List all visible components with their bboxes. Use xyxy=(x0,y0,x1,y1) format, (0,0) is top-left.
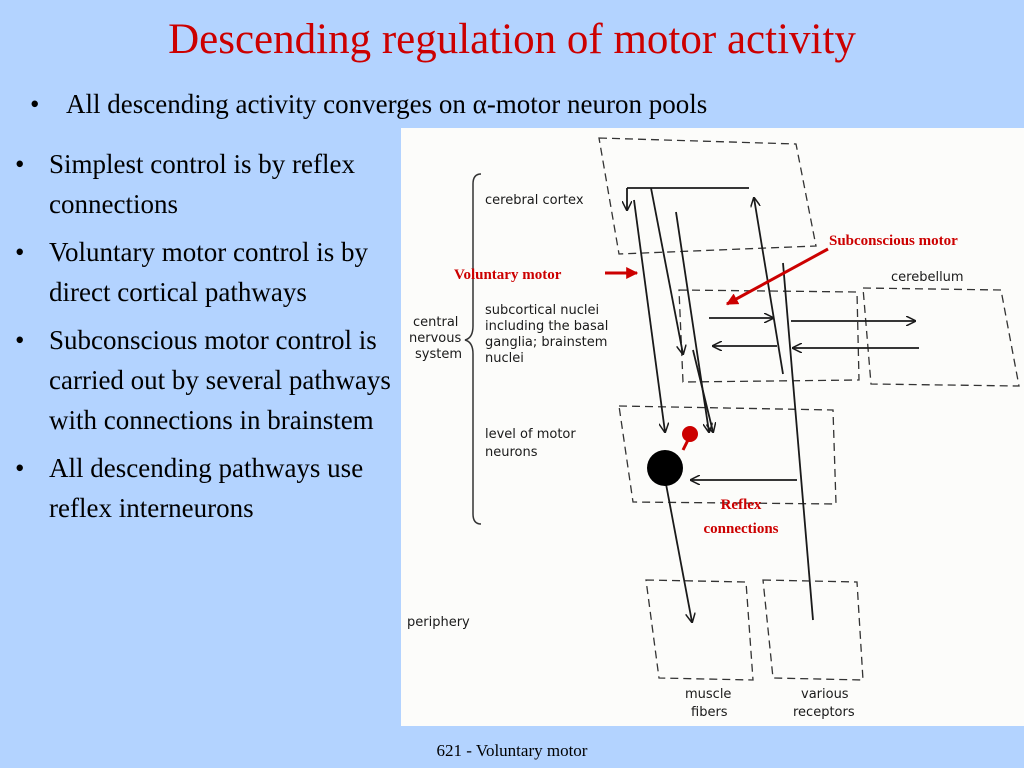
motor-neuron-level-box xyxy=(618,405,837,505)
subheading-text-after: -motor neuron pools xyxy=(486,89,708,119)
interneuron-connection xyxy=(681,439,690,451)
subheading: • All descending activity converges on α-… xyxy=(30,86,707,122)
bullet-marker: • xyxy=(30,89,40,119)
cerebral-cortex-label: cerebral cortex xyxy=(485,193,584,208)
motor-control-diagram: cerebral cortex central nervous system s… xyxy=(401,128,1024,726)
bullet-item: All descending pathways use reflex inter… xyxy=(12,448,397,528)
interneuron-cell xyxy=(682,426,698,442)
motor-neuron-cell xyxy=(647,450,683,486)
cns-brace xyxy=(464,173,482,525)
receptors-label-line1: various xyxy=(801,687,849,702)
bullet-item: Voluntary motor control is by direct cor… xyxy=(12,232,397,312)
subcortical-label-line2: including the basal xyxy=(485,319,608,334)
ascending-to-cortex-arrow xyxy=(754,198,784,375)
cns-label-line3: system xyxy=(415,347,462,362)
muscle-fibers-label-line1: muscle xyxy=(685,687,731,702)
subconscious-motor-annotation: Subconscious motor xyxy=(829,233,958,249)
subconscious-motor-pointer xyxy=(725,247,829,306)
voluntary-pathway-arrow xyxy=(633,199,665,432)
receptors-box xyxy=(762,579,864,681)
voluntary-motor-annotation: Voluntary motor xyxy=(454,267,562,283)
motor-level-label-line1: level of motor xyxy=(485,427,576,442)
slide-footer: 621 - Voluntary motor xyxy=(436,741,588,760)
cns-label-line1: central xyxy=(413,315,458,330)
bullet-item: Simplest control is by reflex connection… xyxy=(12,144,397,224)
reflex-annotation-line1: Reflex xyxy=(721,497,762,513)
bullet-item: Subconscious motor control is carried ou… xyxy=(12,320,397,440)
cerebellum-label: cerebellum xyxy=(891,270,964,285)
alpha-symbol: α xyxy=(472,89,487,119)
subcortical-descending-arrow xyxy=(692,349,713,432)
cns-label-line2: nervous xyxy=(409,331,461,346)
bullet-list: Simplest control is by reflex connection… xyxy=(12,144,397,536)
afferent-from-receptors xyxy=(782,262,814,621)
muscle-fibers-label-line2: fibers xyxy=(691,705,728,720)
motor-output-arrow xyxy=(665,483,692,622)
subcortical-box xyxy=(678,289,860,383)
receptors-label-line2: receptors xyxy=(793,705,855,720)
subcortical-label-line1: subcortical nuclei xyxy=(485,303,599,318)
subcortical-label-line3: ganglia; brainstem xyxy=(485,335,607,350)
subheading-text-before: All descending activity converges on xyxy=(66,89,473,119)
cortex-to-subcortical-arrow xyxy=(650,187,683,354)
muscle-fibers-box xyxy=(645,579,754,681)
slide-title: Descending regulation of motor activity xyxy=(168,16,856,63)
periphery-label: periphery xyxy=(407,615,470,630)
reflex-annotation-line2: connections xyxy=(704,521,779,537)
cerebral-cortex-box xyxy=(598,137,817,255)
cerebellum-box xyxy=(862,287,1020,387)
subcortical-label-line4: nuclei xyxy=(485,351,524,366)
motor-level-label-line2: neurons xyxy=(485,445,538,460)
